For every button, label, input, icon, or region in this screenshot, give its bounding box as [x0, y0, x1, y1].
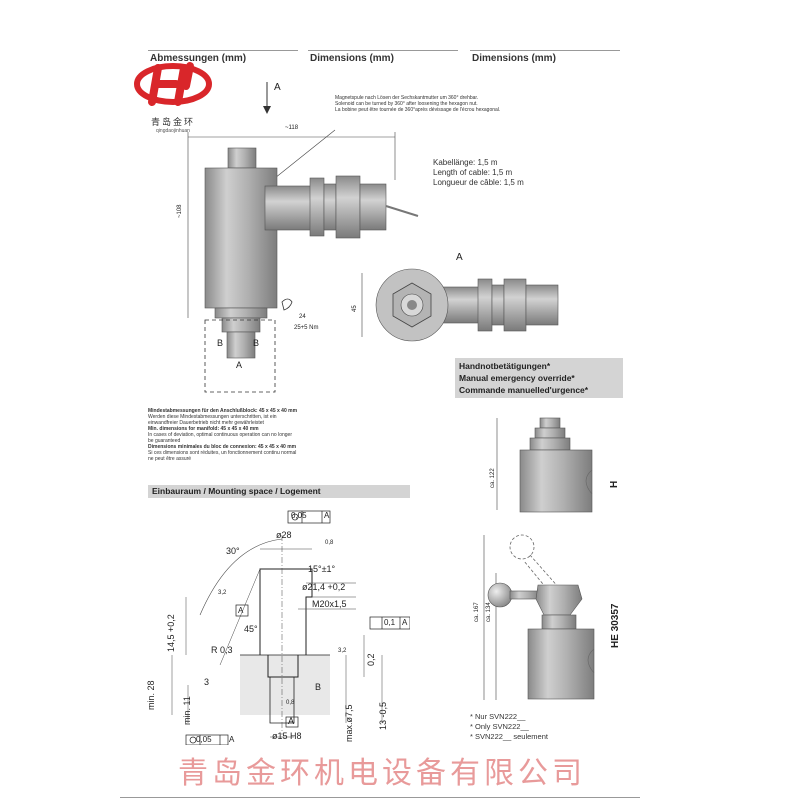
variant-notes: * Nur SVN222__ * Only SVN222__ * SVN222_… — [470, 712, 548, 742]
company-logo: 青岛金环 qingdaojinhuan — [128, 56, 218, 134]
override-banner: Handnotbetätigungen* Manual emergency ov… — [455, 358, 623, 398]
torque-dim: 25+5 Nm — [294, 325, 319, 331]
min-11: min. 11 — [182, 696, 192, 725]
logo-caption-py: qingdaojinhuan — [156, 128, 190, 134]
override-h-dim: ca. 122 — [490, 468, 496, 488]
angle-30: 30° — [226, 546, 240, 556]
override-banner-en: Manual emergency override* — [459, 373, 575, 383]
header-rule — [470, 50, 620, 51]
valve-top-view — [361, 268, 559, 342]
wrench-dim: 24 — [299, 314, 306, 320]
height-dim: ~108 — [177, 204, 183, 218]
port-a-mount: A — [288, 716, 295, 726]
header-fr: Dimensions (mm) — [472, 53, 556, 64]
port-b-right: B — [253, 338, 260, 348]
variant-note-en: * Only SVN222__ — [470, 722, 529, 731]
override-he-view — [483, 534, 595, 700]
manifold-note-line: Werden diese Mindestabmessungen untersch… — [148, 414, 277, 420]
datum-a-bottom: A — [229, 735, 235, 744]
thread-m20: M20x1,5 — [312, 599, 347, 609]
view-a-label: A — [274, 82, 281, 93]
manifold-note-line: ne peut être assuré — [148, 456, 192, 462]
rough-32a: 3,2 — [218, 590, 227, 596]
datum-a-right: A — [402, 618, 408, 627]
perp-tol: 0,1 — [384, 618, 396, 627]
dim-13: 13 -0,5 — [378, 701, 388, 730]
magnet-note: Magnetspule nach Lösen der Sechskantmutt… — [335, 95, 595, 113]
magnet-note-en: Solenoid can be turned by 360° after loo… — [335, 101, 478, 107]
header-de: Abmessungen (mm) — [150, 53, 247, 64]
tol-bottom: 0,05 — [196, 735, 212, 744]
mounting-space-drawing — [171, 510, 410, 745]
manifold-note-line: In cases of deviation, optimal continuou… — [148, 432, 292, 438]
max-7-5: max.ø7,5 — [344, 704, 354, 742]
manifold-note-line: einwandfreier Dauerbetrieb nicht mehr ge… — [148, 420, 264, 426]
magnet-note-de: Magnetspule nach Lösen der Sechskantmutt… — [335, 95, 479, 101]
tol-top: 0,05 — [291, 511, 307, 520]
width-dim: ~118 — [285, 125, 299, 131]
company-name-footer: 青岛金环机电设备有限公司 — [178, 756, 586, 791]
min-28: min. 28 — [146, 680, 156, 710]
cable-note-en: Length of cable: 1,5 m — [433, 168, 513, 177]
angle-45: 45° — [244, 624, 258, 634]
angle-15: 15°±1° — [308, 564, 336, 574]
footer-rule — [120, 797, 640, 798]
dim-3: 3 — [204, 677, 210, 687]
header-rule — [308, 50, 458, 51]
dim-14-5: 14,5 +0,2 — [166, 614, 176, 652]
datum-a-left: A — [238, 606, 244, 615]
rough-08b: 0,8 — [286, 700, 295, 706]
datum-a-top: A — [324, 511, 330, 520]
mounting-banner: Einbauraum / Mounting space / Logement — [148, 485, 410, 498]
cable-note-de: Kabellänge: 1,5 m — [433, 158, 498, 167]
dia-21: ø21,4 +0,2 — [302, 582, 346, 592]
port-a: A — [236, 360, 243, 370]
override-banner-de: Handnotbetätigungen* — [459, 361, 551, 371]
port-b-mount: B — [315, 682, 322, 692]
override-banner-fr: Commande manuelled'urgence* — [459, 385, 589, 395]
dia-15: ø15 H8 — [272, 731, 302, 741]
dim-02: 0,2 — [366, 653, 376, 666]
manifold-note-line: Min. dimensions for manifold: 45 x 45 x … — [148, 426, 259, 432]
dia-28: ø28 — [276, 530, 292, 540]
override-h-view — [496, 417, 593, 513]
radius-03: R 0,3 — [211, 645, 233, 655]
override-he-label: HE 30357 — [610, 603, 621, 648]
rough-08a: 0,8 — [325, 540, 334, 546]
manifold-note-line: Dimensions minimales du bloc de connexio… — [148, 444, 297, 450]
logo-caption-cn: 青岛金环 — [150, 118, 195, 128]
logo-mark-icon — [134, 62, 212, 106]
variant-note-de: * Nur SVN222__ — [470, 712, 526, 721]
side-dim: 45 — [352, 305, 358, 312]
variant-note-fr: * SVN222__ seulement — [470, 732, 548, 741]
valve-side-view — [187, 82, 419, 393]
header-rule — [148, 50, 298, 51]
header-en: Dimensions (mm) — [310, 53, 394, 64]
port-b-left: B — [217, 338, 224, 348]
override-he-dim1: ca. 167 — [474, 602, 480, 622]
magnet-note-fr: La bobine peut être tournée de 360°après… — [335, 107, 501, 113]
override-h-label: H — [609, 480, 620, 488]
cable-note-fr: Longueur de câble: 1,5 m — [433, 178, 524, 187]
manifold-note-line: be guaranteed — [148, 438, 181, 444]
manifold-note: Mindestabmessungen für den Anschlußblock… — [148, 408, 398, 462]
rough-32b: 3,2 — [338, 648, 347, 654]
cable-note: Kabellänge: 1,5 m Length of cable: 1,5 m… — [433, 158, 524, 188]
manifold-note-line: Mindestabmessungen für den Anschlußblock… — [148, 408, 298, 414]
manifold-note-line: Si ces dimensions sont réduites, un fonc… — [148, 450, 297, 456]
override-he-dim2: ca. 134 — [486, 602, 492, 622]
view-a-title: A — [456, 252, 463, 263]
